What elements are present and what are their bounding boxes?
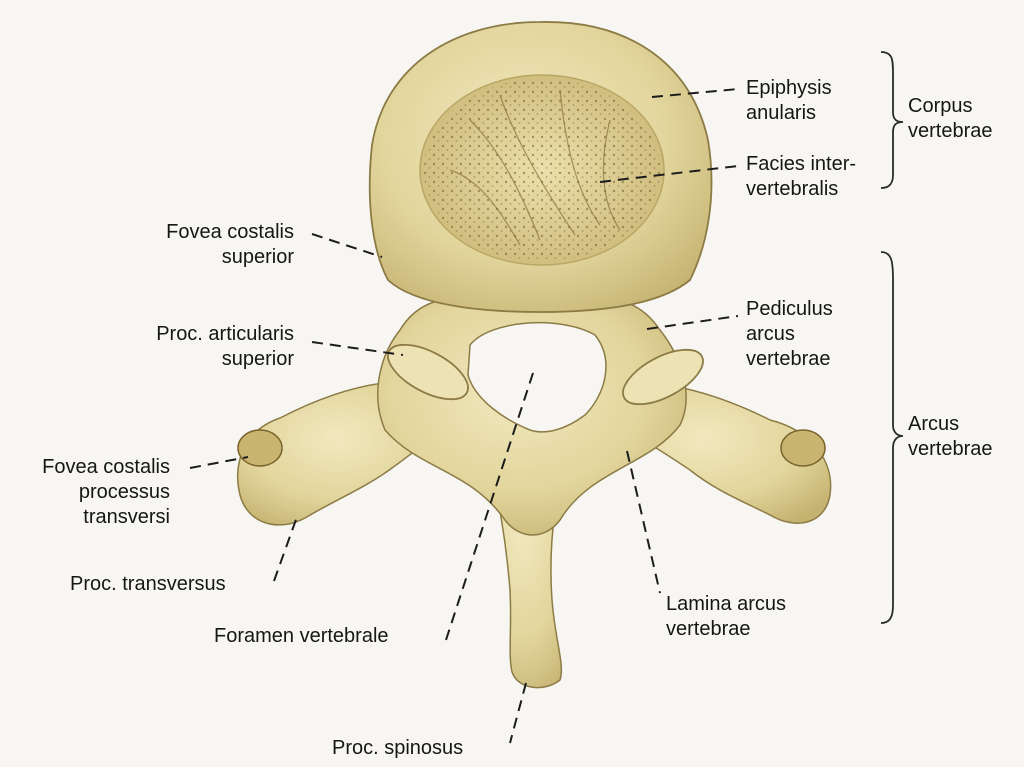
leader-lines — [189, 88, 739, 744]
right-costal-fovea — [780, 429, 826, 467]
left-costal-fovea — [237, 429, 283, 467]
label-line: Proc. spinosus — [332, 737, 464, 759]
label-line: vertebralis — [746, 178, 839, 200]
leader-proc-spinosus — [509, 682, 527, 744]
label-facies-intervertebralis: Facies inter- vertebralis — [746, 152, 856, 202]
label-epiphysis-anularis: Epiphysis anularis — [746, 76, 832, 126]
label-line: Arcus — [908, 413, 960, 435]
label-line: arcus — [746, 323, 795, 345]
left-articular-facet — [387, 343, 469, 401]
leader-epiphysis-anularis — [651, 88, 739, 98]
label-line: anularis — [746, 102, 817, 124]
label-line: transversi — [83, 506, 170, 528]
label-line: vertebrae — [908, 438, 993, 460]
label-line: Facies inter- — [746, 153, 857, 175]
leader-fovea-costalis-processus — [189, 456, 249, 469]
label-line: Corpus — [908, 95, 973, 117]
arcus-bracket — [880, 251, 904, 624]
label-line: vertebrae — [666, 618, 751, 640]
trabecular-streaks — [449, 89, 621, 246]
right-articular-facet — [622, 348, 704, 406]
label-fovea-costalis-processus-transversi: Fovea costalis processus transversi — [42, 455, 170, 530]
leader-fovea-costalis-superior — [311, 233, 383, 258]
label-proc-spinosus: Proc. spinosus — [332, 736, 463, 761]
leader-pediculus — [646, 315, 739, 330]
label-proc-transversus: Proc. transversus — [70, 572, 226, 597]
label-line: processus — [78, 481, 170, 503]
leader-lamina — [626, 450, 661, 594]
label-line: vertebrae — [908, 120, 993, 142]
label-line: Pediculus — [746, 298, 833, 320]
label-arcus-vertebrae: Arcus vertebrae — [908, 412, 993, 462]
leader-proc-transversus — [273, 513, 299, 582]
label-line: Lamina arcus — [666, 593, 787, 615]
label-line: superior — [221, 348, 294, 370]
label-fovea-costalis-superior: Fovea costalis superior — [166, 220, 294, 270]
label-pediculus-arcus-vertebrae: Pediculus arcus vertebrae — [746, 297, 833, 372]
label-line: Fovea costalis — [42, 456, 170, 478]
label-line: Epiphysis — [746, 77, 832, 99]
label-line: Fovea costalis — [166, 221, 294, 243]
leader-foramen-vertebrale — [445, 372, 534, 641]
foramen-vertebrale-opening — [467, 321, 607, 433]
label-corpus-vertebrae: Corpus vertebrae — [908, 94, 993, 144]
label-line: Foramen vertebrale — [214, 625, 389, 647]
leader-facies-intervertebralis — [599, 165, 739, 183]
label-foramen-vertebrale: Foramen vertebrale — [214, 624, 389, 649]
corpus-bracket — [880, 51, 904, 189]
label-proc-articularis-superior: Proc. articularis superior — [156, 322, 294, 372]
leader-proc-articularis-superior — [311, 341, 404, 356]
label-lamina-arcus-vertebrae: Lamina arcus vertebrae — [666, 592, 786, 642]
label-line: superior — [221, 246, 294, 268]
label-line: vertebrae — [746, 348, 831, 370]
label-line: Proc. articularis — [156, 323, 294, 345]
cancellous-texture — [424, 79, 660, 261]
label-line: Proc. transversus — [70, 573, 226, 595]
